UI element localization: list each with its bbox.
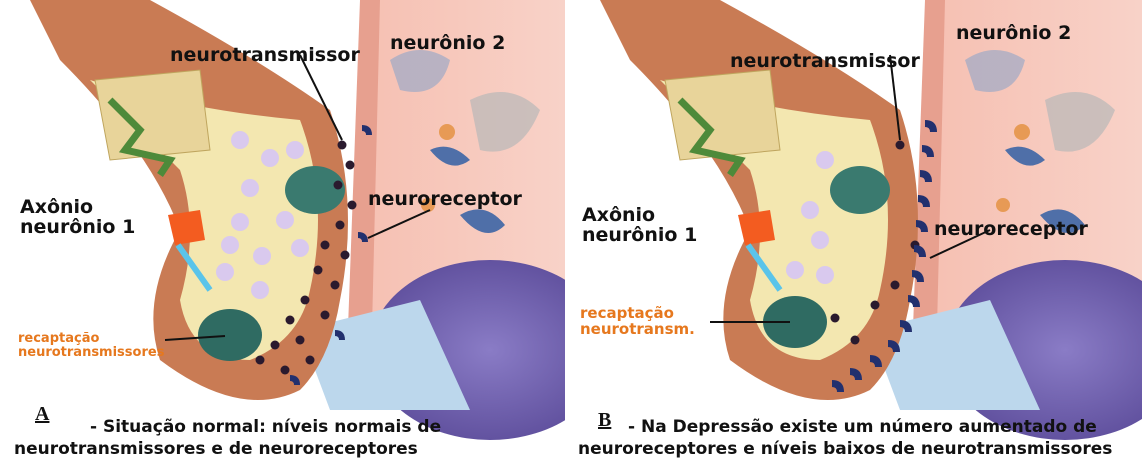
- cytoskeleton-block: [95, 70, 210, 160]
- reuptake-label: recaptação neurotransmissores: [18, 332, 164, 359]
- receptor-label: neuroreceptor: [368, 190, 522, 210]
- reuptake-label-line2: neurotransm.: [580, 322, 695, 338]
- vesicle: [1014, 124, 1030, 140]
- neuron2-label: neurônio 2: [956, 24, 1071, 44]
- reuptake-label-line1: recaptação: [18, 332, 164, 346]
- axon-label-line1: Axônio: [20, 198, 135, 218]
- caption-line1: - Na Depressão existe um número aumentad…: [578, 416, 1112, 438]
- caption-line2: neurotransmissores e de neuroreceptores: [14, 438, 441, 460]
- cytoskeleton-block: [665, 70, 780, 160]
- panel-b: neurotransmissor neurônio 2 Axônio neurô…: [570, 0, 1142, 462]
- mitochondrion: [830, 166, 890, 214]
- axon-label-line2: neurônio 1: [582, 226, 697, 246]
- receptor-label: neuroreceptor: [934, 220, 1088, 240]
- axon-label-line2: neurônio 1: [20, 218, 135, 238]
- axon-label: Axônio neurônio 1: [20, 198, 135, 238]
- caption: - Na Depressão existe um número aumentad…: [578, 416, 1112, 460]
- neuron2-label: neurônio 2: [390, 34, 505, 54]
- reuptake-label: recaptação neurotransm.: [580, 306, 695, 338]
- reuptake-pump: [198, 309, 262, 361]
- neurotransmitter-label: neurotransmissor: [730, 52, 920, 72]
- vesicle: [439, 124, 455, 140]
- vesicle: [996, 198, 1010, 212]
- reuptake-label-line2: neurotransmissores: [18, 346, 164, 360]
- caption-line2: neuroreceptores e níveis baixos de neuro…: [578, 438, 1112, 460]
- mitochondrion: [285, 166, 345, 214]
- axon-label: Axônio neurônio 1: [582, 206, 697, 246]
- panel-a: neurotransmissor neurônio 2 Axônio neurô…: [0, 0, 565, 462]
- neurotransmitter-label: neurotransmissor: [170, 46, 360, 66]
- axon-label-line1: Axônio: [582, 206, 697, 226]
- ion-pump: [738, 210, 775, 245]
- caption: - Situação normal: níveis normais de neu…: [14, 416, 441, 460]
- caption-line1: - Situação normal: níveis normais de: [14, 416, 441, 438]
- ion-pump: [168, 210, 205, 245]
